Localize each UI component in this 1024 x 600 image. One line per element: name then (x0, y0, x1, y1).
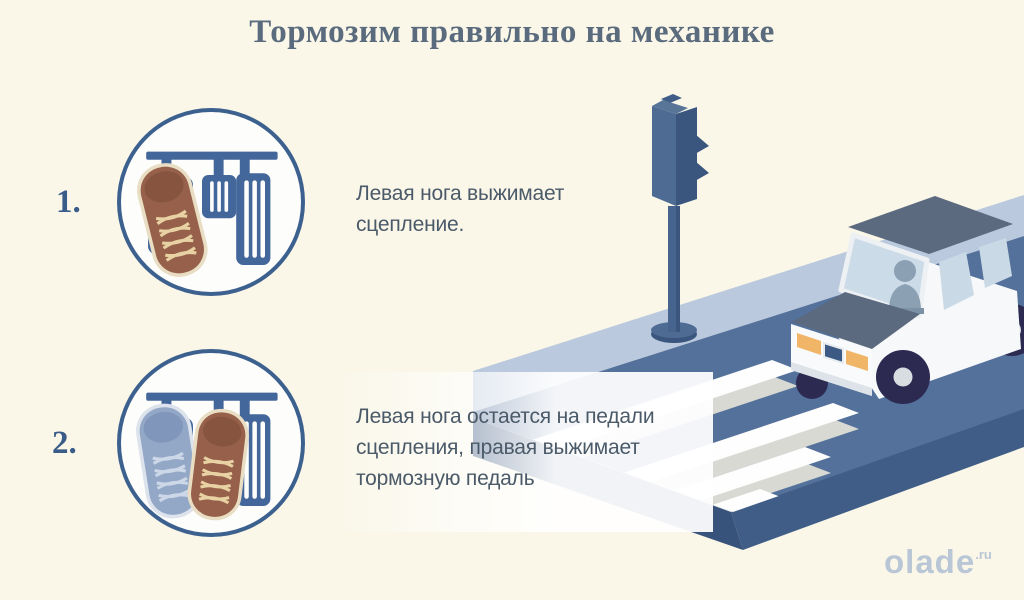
car-headlight (846, 350, 868, 371)
step-2-text: Левая нога остается на педали сцепления,… (356, 405, 655, 490)
step-2-icon-circle (117, 349, 305, 537)
pedals-clutch-pressed-icon (137, 151, 278, 277)
traffic-light (651, 94, 709, 343)
traffic-light-visor-icon (695, 161, 709, 181)
step-2-text-backdrop (338, 372, 713, 532)
left-foot-blue-shoe (136, 403, 202, 519)
right-foot-brown-shoe (187, 408, 249, 521)
step-2-number: 2. (52, 425, 77, 461)
road-front-face (731, 409, 1024, 550)
car-license-plate (823, 341, 844, 365)
car-headlight (797, 333, 821, 355)
step-1-number: 1. (56, 184, 81, 220)
car-side-window (939, 252, 974, 310)
site-logo: olade.ru (884, 543, 992, 581)
car-with-driver (791, 196, 1024, 404)
traffic-light-visor-icon (695, 134, 709, 154)
gas-pedal (236, 173, 271, 265)
step-1-text: Левая нога выжимает сцепление. (356, 182, 565, 236)
car-hood (792, 292, 920, 349)
logo-domain: .ru (975, 547, 992, 562)
car-side-window (979, 238, 1012, 288)
step-1-icon-circle (117, 108, 305, 296)
logo-name: olade (884, 543, 976, 580)
pedals-clutch-and-brake-pressed-icon (136, 392, 278, 521)
car-roof (848, 196, 1013, 254)
brake-pedal (202, 175, 237, 219)
page-title: Тормозим правильно на механике (249, 14, 775, 50)
left-foot-brown-shoe (137, 163, 208, 277)
